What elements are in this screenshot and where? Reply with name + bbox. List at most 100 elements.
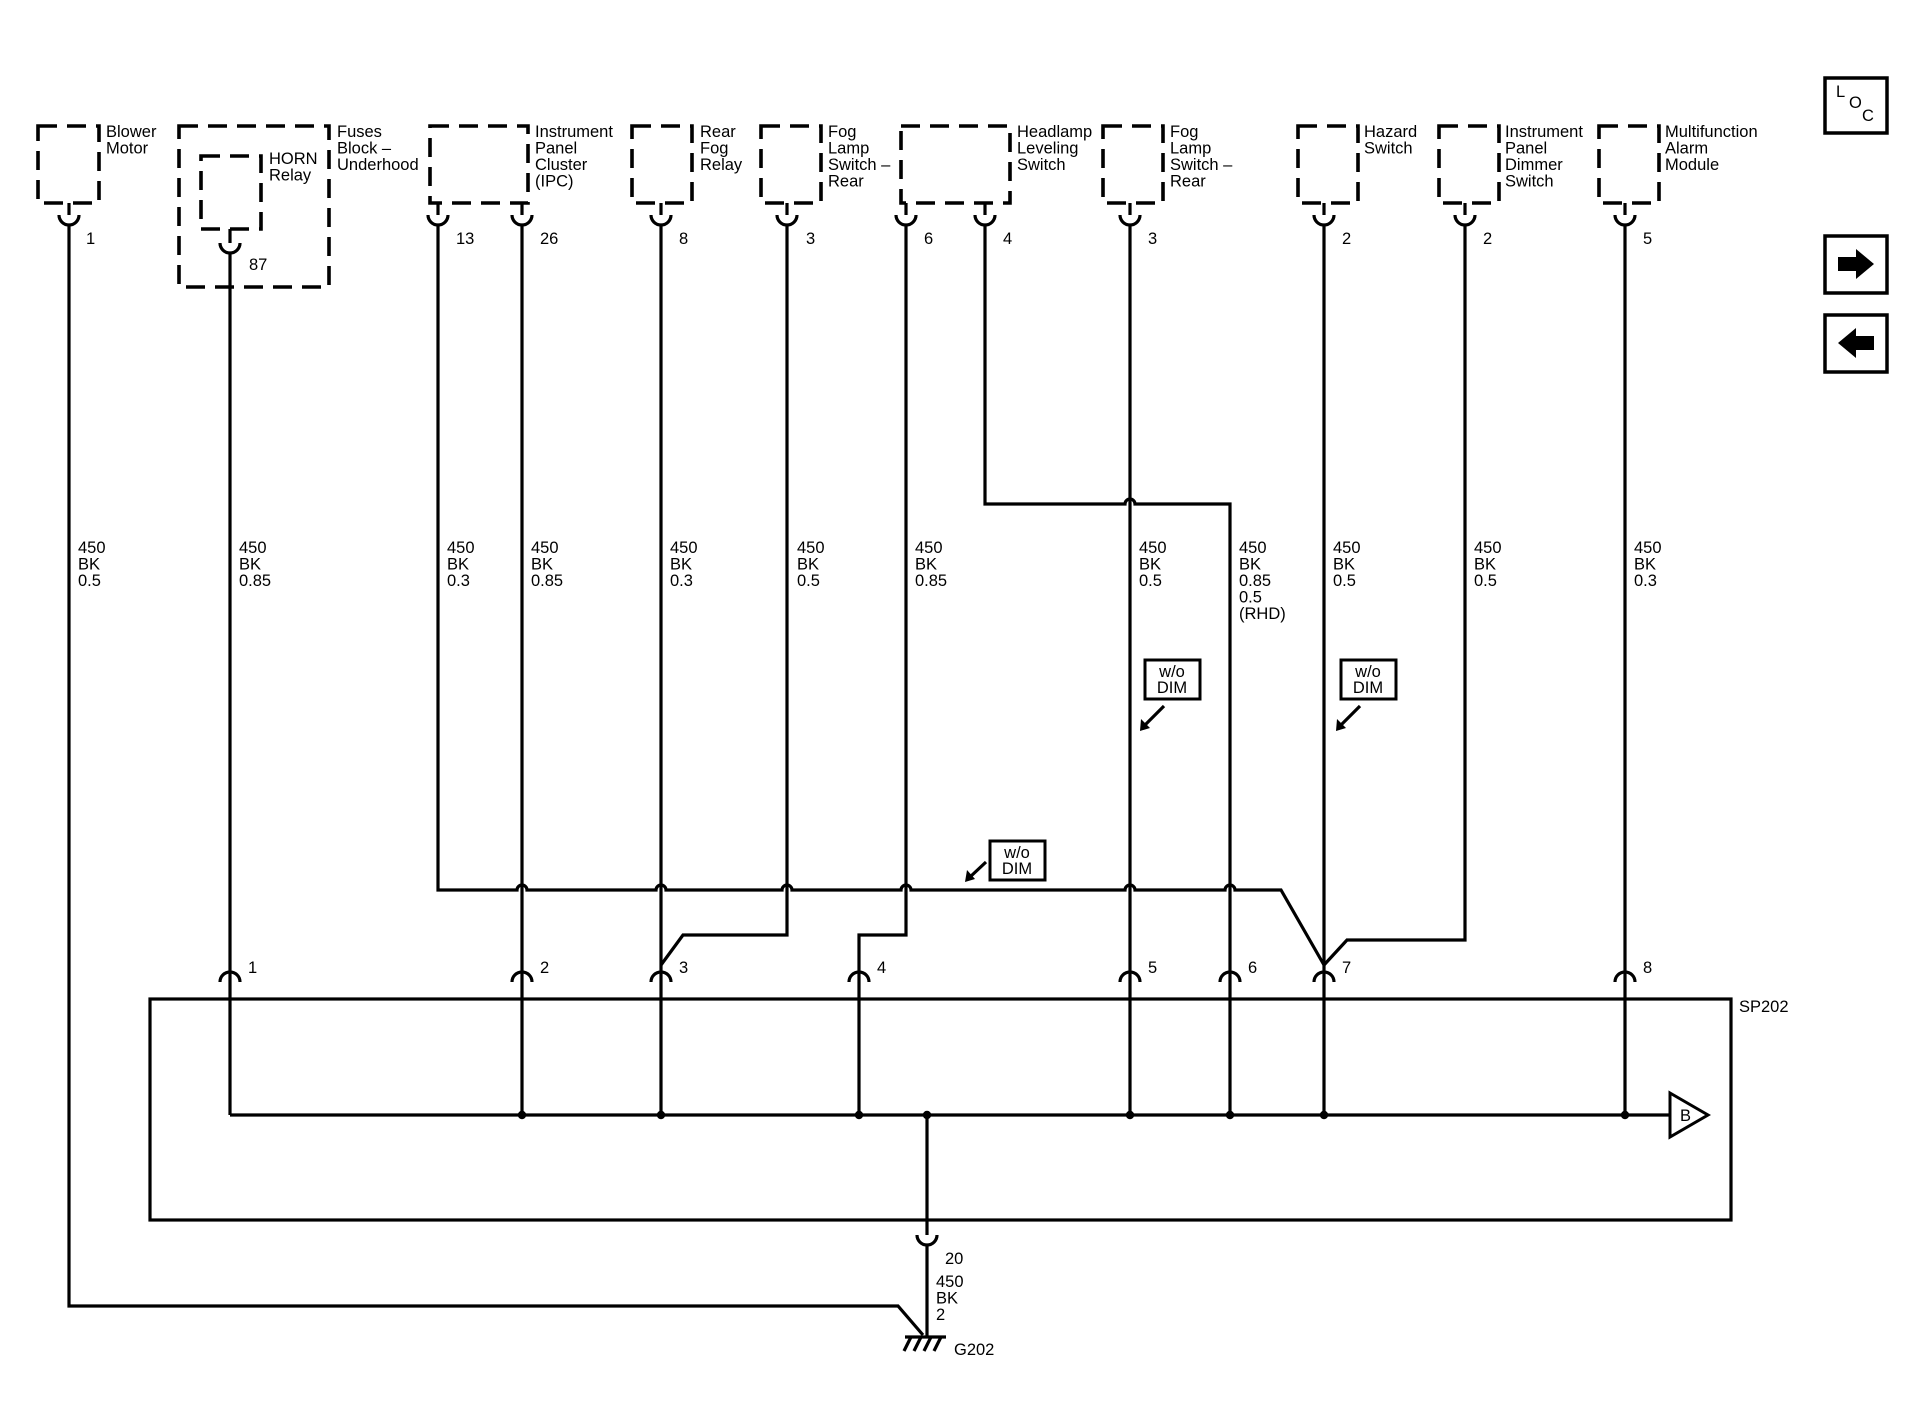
connector-fog-switch-2: 3 bbox=[1118, 203, 1157, 248]
option-arrow-icon bbox=[965, 870, 975, 882]
fog-lamp-switch-rear-box-1 bbox=[759, 124, 823, 205]
label-dimmer-switch: Instrument Panel Dimmer Switch bbox=[1505, 123, 1588, 191]
svg-text:3: 3 bbox=[679, 959, 688, 977]
arrow-right-icon bbox=[1838, 249, 1874, 279]
splice-pin-4: 4 bbox=[847, 959, 886, 999]
label-horn-relay: HORN Relay bbox=[269, 150, 322, 185]
offpage-arrow-b: B bbox=[1668, 1090, 1711, 1140]
fuses-block-box bbox=[177, 124, 331, 289]
connector-blower: 1 bbox=[57, 203, 95, 248]
label-headlamp-leveling-switch: Headlamp Leveling Switch bbox=[1017, 123, 1097, 174]
wire-blower bbox=[67, 225, 925, 1337]
dimmer-switch-box bbox=[1437, 124, 1501, 205]
connector-fog-switch-1: 3 bbox=[775, 203, 815, 248]
loc-button[interactable]: L O C bbox=[1823, 76, 1889, 135]
wire-headlamp-6 bbox=[857, 225, 908, 982]
arrow-left-icon bbox=[1838, 328, 1874, 358]
splice-pin-1: 1 bbox=[218, 959, 257, 999]
connector-headlamp-6: 6 bbox=[894, 203, 933, 248]
alarm-module-box bbox=[1597, 124, 1661, 205]
svg-text:C: C bbox=[1862, 107, 1874, 125]
fog-lamp-switch-rear-box-2 bbox=[1101, 124, 1165, 205]
connector-alarm: 5 bbox=[1613, 203, 1652, 248]
ground-name: G202 bbox=[954, 1341, 994, 1359]
ipc-box bbox=[428, 124, 530, 205]
option-arrow-icon bbox=[1336, 719, 1346, 731]
svg-text:6: 6 bbox=[1248, 959, 1257, 977]
connector-headlamp-4: 4 bbox=[973, 203, 1012, 248]
option-arrow-icon bbox=[1140, 719, 1150, 731]
wire-ipc-13 bbox=[436, 225, 1326, 966]
svg-text:5: 5 bbox=[1643, 230, 1652, 248]
label-blower-motor: Blower Motor bbox=[106, 123, 161, 158]
svg-text:1: 1 bbox=[86, 230, 95, 248]
svg-text:8: 8 bbox=[1643, 959, 1652, 977]
hazard-switch-box bbox=[1296, 124, 1360, 205]
splice-out-pin-20: 20 bbox=[915, 1220, 963, 1268]
svg-text:87: 87 bbox=[249, 256, 267, 274]
wire-fog-switch-1 bbox=[659, 225, 789, 966]
svg-text:O: O bbox=[1849, 94, 1862, 112]
top-connectors: 1 87 13 26 8 3 6 bbox=[57, 203, 1652, 274]
svg-text:5: 5 bbox=[1148, 959, 1157, 977]
splice-pin-5: 5 bbox=[1118, 959, 1157, 999]
label-ipc: Instrument Panel Cluster (IPC) bbox=[535, 123, 618, 191]
label-rear-fog-relay: Rear Fog Relay bbox=[700, 123, 743, 174]
connector-ipc-13: 13 bbox=[426, 203, 474, 248]
wires bbox=[67, 225, 1627, 1337]
svg-text:20: 20 bbox=[945, 1250, 963, 1268]
label-fog-lamp-switch-1: Fog Lamp Switch – Rear bbox=[828, 123, 895, 191]
splice-pins: 1 2 3 4 5 6 7 bbox=[218, 959, 1652, 999]
svg-text:3: 3 bbox=[806, 230, 815, 248]
splice-box bbox=[148, 997, 1733, 1222]
connector-horn-relay: 87 bbox=[218, 229, 267, 274]
headlamp-leveling-switch-box bbox=[899, 124, 1012, 205]
components: Blower Motor Fuses Block – Underhood HOR… bbox=[36, 123, 1762, 289]
ground-symbol-icon bbox=[902, 1335, 946, 1352]
splice-pin-8: 8 bbox=[1613, 959, 1652, 999]
blower-motor-box bbox=[36, 124, 101, 205]
wire-dimmer bbox=[1322, 225, 1467, 967]
connector-hazard: 2 bbox=[1312, 203, 1351, 248]
svg-text:4: 4 bbox=[1003, 230, 1012, 248]
svg-text:1: 1 bbox=[248, 959, 257, 977]
splice-pin-3: 3 bbox=[649, 959, 688, 999]
svg-text:3: 3 bbox=[1148, 230, 1157, 248]
splice-pack: SP202 1 2 3 4 5 bbox=[148, 959, 1789, 1268]
splice-bus bbox=[228, 999, 1670, 1220]
svg-text:B: B bbox=[1680, 1107, 1691, 1125]
svg-text:L: L bbox=[1836, 83, 1845, 101]
svg-text:13: 13 bbox=[456, 230, 474, 248]
previous-page-button[interactable] bbox=[1823, 313, 1889, 374]
svg-text:2: 2 bbox=[540, 959, 549, 977]
svg-text:26: 26 bbox=[540, 230, 558, 248]
splice-pin-2: 2 bbox=[510, 959, 549, 999]
splice-pin-7: 7 bbox=[1312, 959, 1351, 999]
next-page-button[interactable] bbox=[1823, 234, 1889, 295]
svg-text:6: 6 bbox=[924, 230, 933, 248]
label-fuses-block: Fuses Block – Underhood bbox=[337, 123, 419, 174]
label-alarm-module: Multifunction Alarm Module bbox=[1665, 123, 1762, 174]
rear-fog-relay-box bbox=[630, 124, 694, 205]
